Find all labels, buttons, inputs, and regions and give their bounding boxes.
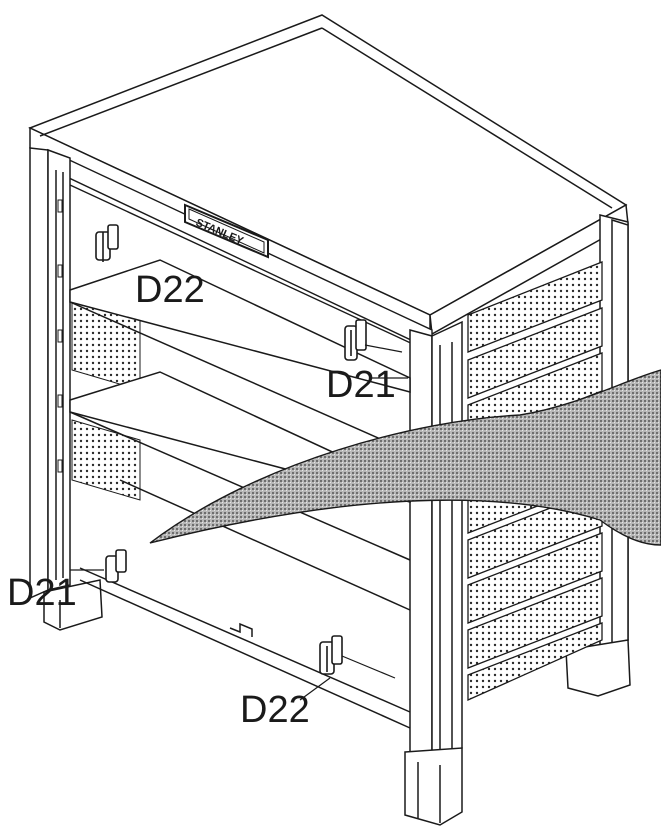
right-front-post — [409, 320, 463, 762]
clip-d21-right — [344, 319, 367, 361]
left-front-post — [29, 147, 71, 600]
right-front-foot — [404, 747, 463, 826]
callout-label-d21-left: D21 — [7, 572, 77, 614]
clip-d22-top — [95, 224, 119, 262]
callout-label-d22-bottom: D22 — [240, 689, 310, 731]
clip-d21-left — [105, 549, 127, 583]
right-back-foot — [565, 639, 631, 697]
callout-label-d21-right: D21 — [326, 364, 396, 406]
left-post-slots — [57, 199, 63, 473]
bottom-rail — [79, 479, 411, 729]
clip-d22-bottom — [319, 635, 343, 675]
left-front-foot — [43, 579, 103, 631]
leader-lines — [70, 344, 408, 701]
interior-back-panels — [71, 299, 141, 501]
callout-label-d22-top: D22 — [135, 269, 205, 311]
